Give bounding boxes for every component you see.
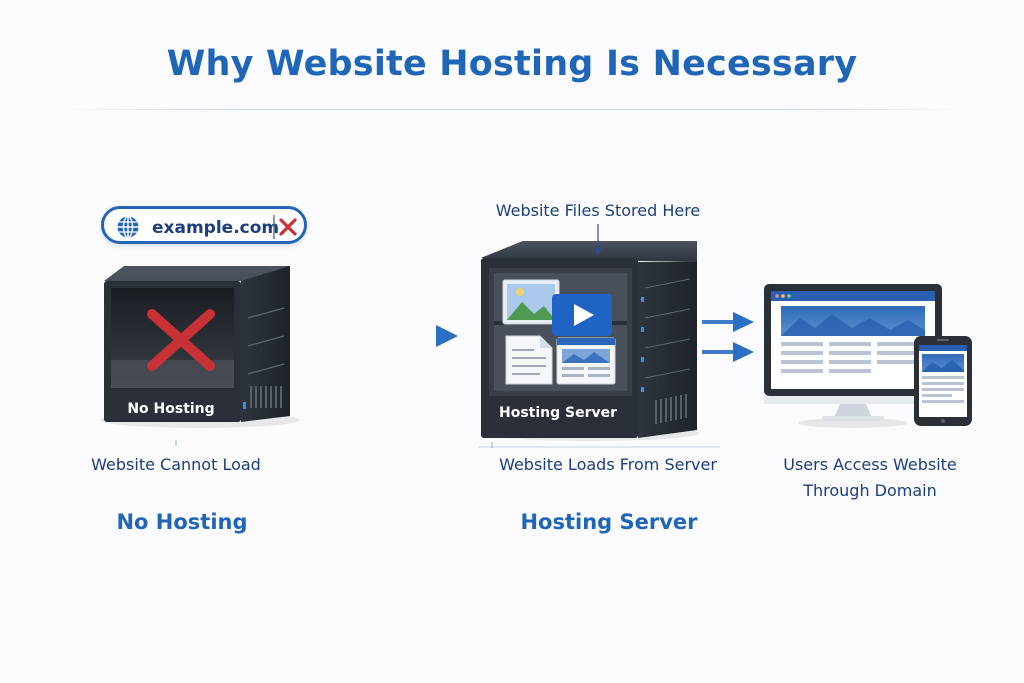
arrow-to-devices-top: [702, 312, 754, 332]
arrow-to-devices-bottom: [702, 342, 754, 362]
no-hosting-status: Website Cannot Load: [91, 455, 261, 474]
devices-status-line1: Users Access Website: [783, 455, 957, 474]
x-icon: [279, 218, 297, 236]
hosting-server-status: Website Loads From Server: [499, 455, 717, 474]
arrow-to-hosting-server: [300, 325, 458, 347]
callout-label: Website Files Stored Here: [495, 201, 701, 220]
document-icon: [505, 335, 553, 385]
no-hosting-server-label: No Hosting: [127, 401, 214, 417]
video-play-icon: [552, 294, 612, 336]
hosting-server-caption: Hosting Server: [520, 510, 698, 534]
red-x-icon: [147, 309, 215, 371]
image-file-icon: [502, 279, 560, 325]
url-text: example.com: [152, 218, 280, 238]
smartphone-icon: [914, 336, 972, 426]
devices-status-line2: Through Domain: [803, 481, 937, 500]
desktop-monitor-icon: [764, 284, 942, 428]
url-separator: [273, 215, 275, 239]
url-bar: example.com: [101, 206, 307, 244]
no-hosting-caption: No Hosting: [116, 510, 248, 534]
page-title: Why Website Hosting Is Necessary: [166, 44, 858, 84]
callout-pointer: [594, 224, 602, 256]
hosting-server-label: Hosting Server: [499, 405, 617, 421]
globe-icon: [117, 215, 139, 239]
title-divider: [62, 109, 962, 110]
webpage-icon: [556, 337, 616, 385]
